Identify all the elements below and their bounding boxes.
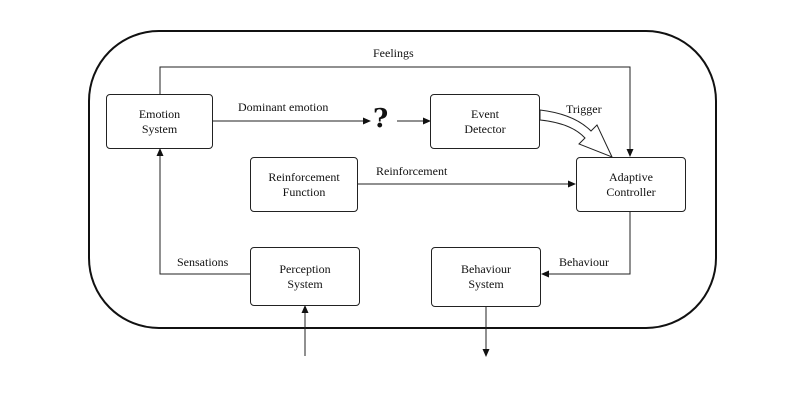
emotion-system-node: Emotion System — [106, 94, 213, 149]
event-detector-label: Event Detector — [464, 106, 506, 136]
feelings-label: Feelings — [373, 46, 414, 60]
question-mark-icon: ? — [373, 104, 389, 134]
behaviour-system-label: Behaviour System — [461, 262, 511, 291]
reinforcement-label: Reinforcement — [376, 164, 448, 178]
feelings-arrow — [159, 66, 634, 157]
sensations-label: Sensations — [177, 255, 229, 269]
sensations-arrow — [156, 148, 250, 275]
adaptive-controller-node: Adaptive Controller — [576, 157, 686, 212]
event-detector-node: Event Detector — [430, 94, 540, 149]
dominant-emotion-label: Dominant emotion — [238, 100, 329, 114]
adaptive-controller-label: Adaptive Controller — [606, 169, 656, 199]
reinforcement-function-node: Reinforcement Function — [250, 157, 358, 212]
system-boundary — [88, 30, 717, 329]
trigger-label: Trigger — [566, 102, 602, 116]
emotion-system-label: Emotion System — [138, 106, 181, 136]
behaviour-system-node: Behaviour System — [431, 247, 541, 307]
trigger-arrow — [539, 109, 613, 158]
perception-system-label: Perception System — [279, 261, 331, 291]
behaviour-label: Behaviour — [559, 255, 609, 269]
behaviour-arrow — [541, 212, 631, 278]
perception-system-node: Perception System — [250, 247, 360, 306]
reinforcement-function-label: Reinforcement Function — [268, 169, 340, 199]
